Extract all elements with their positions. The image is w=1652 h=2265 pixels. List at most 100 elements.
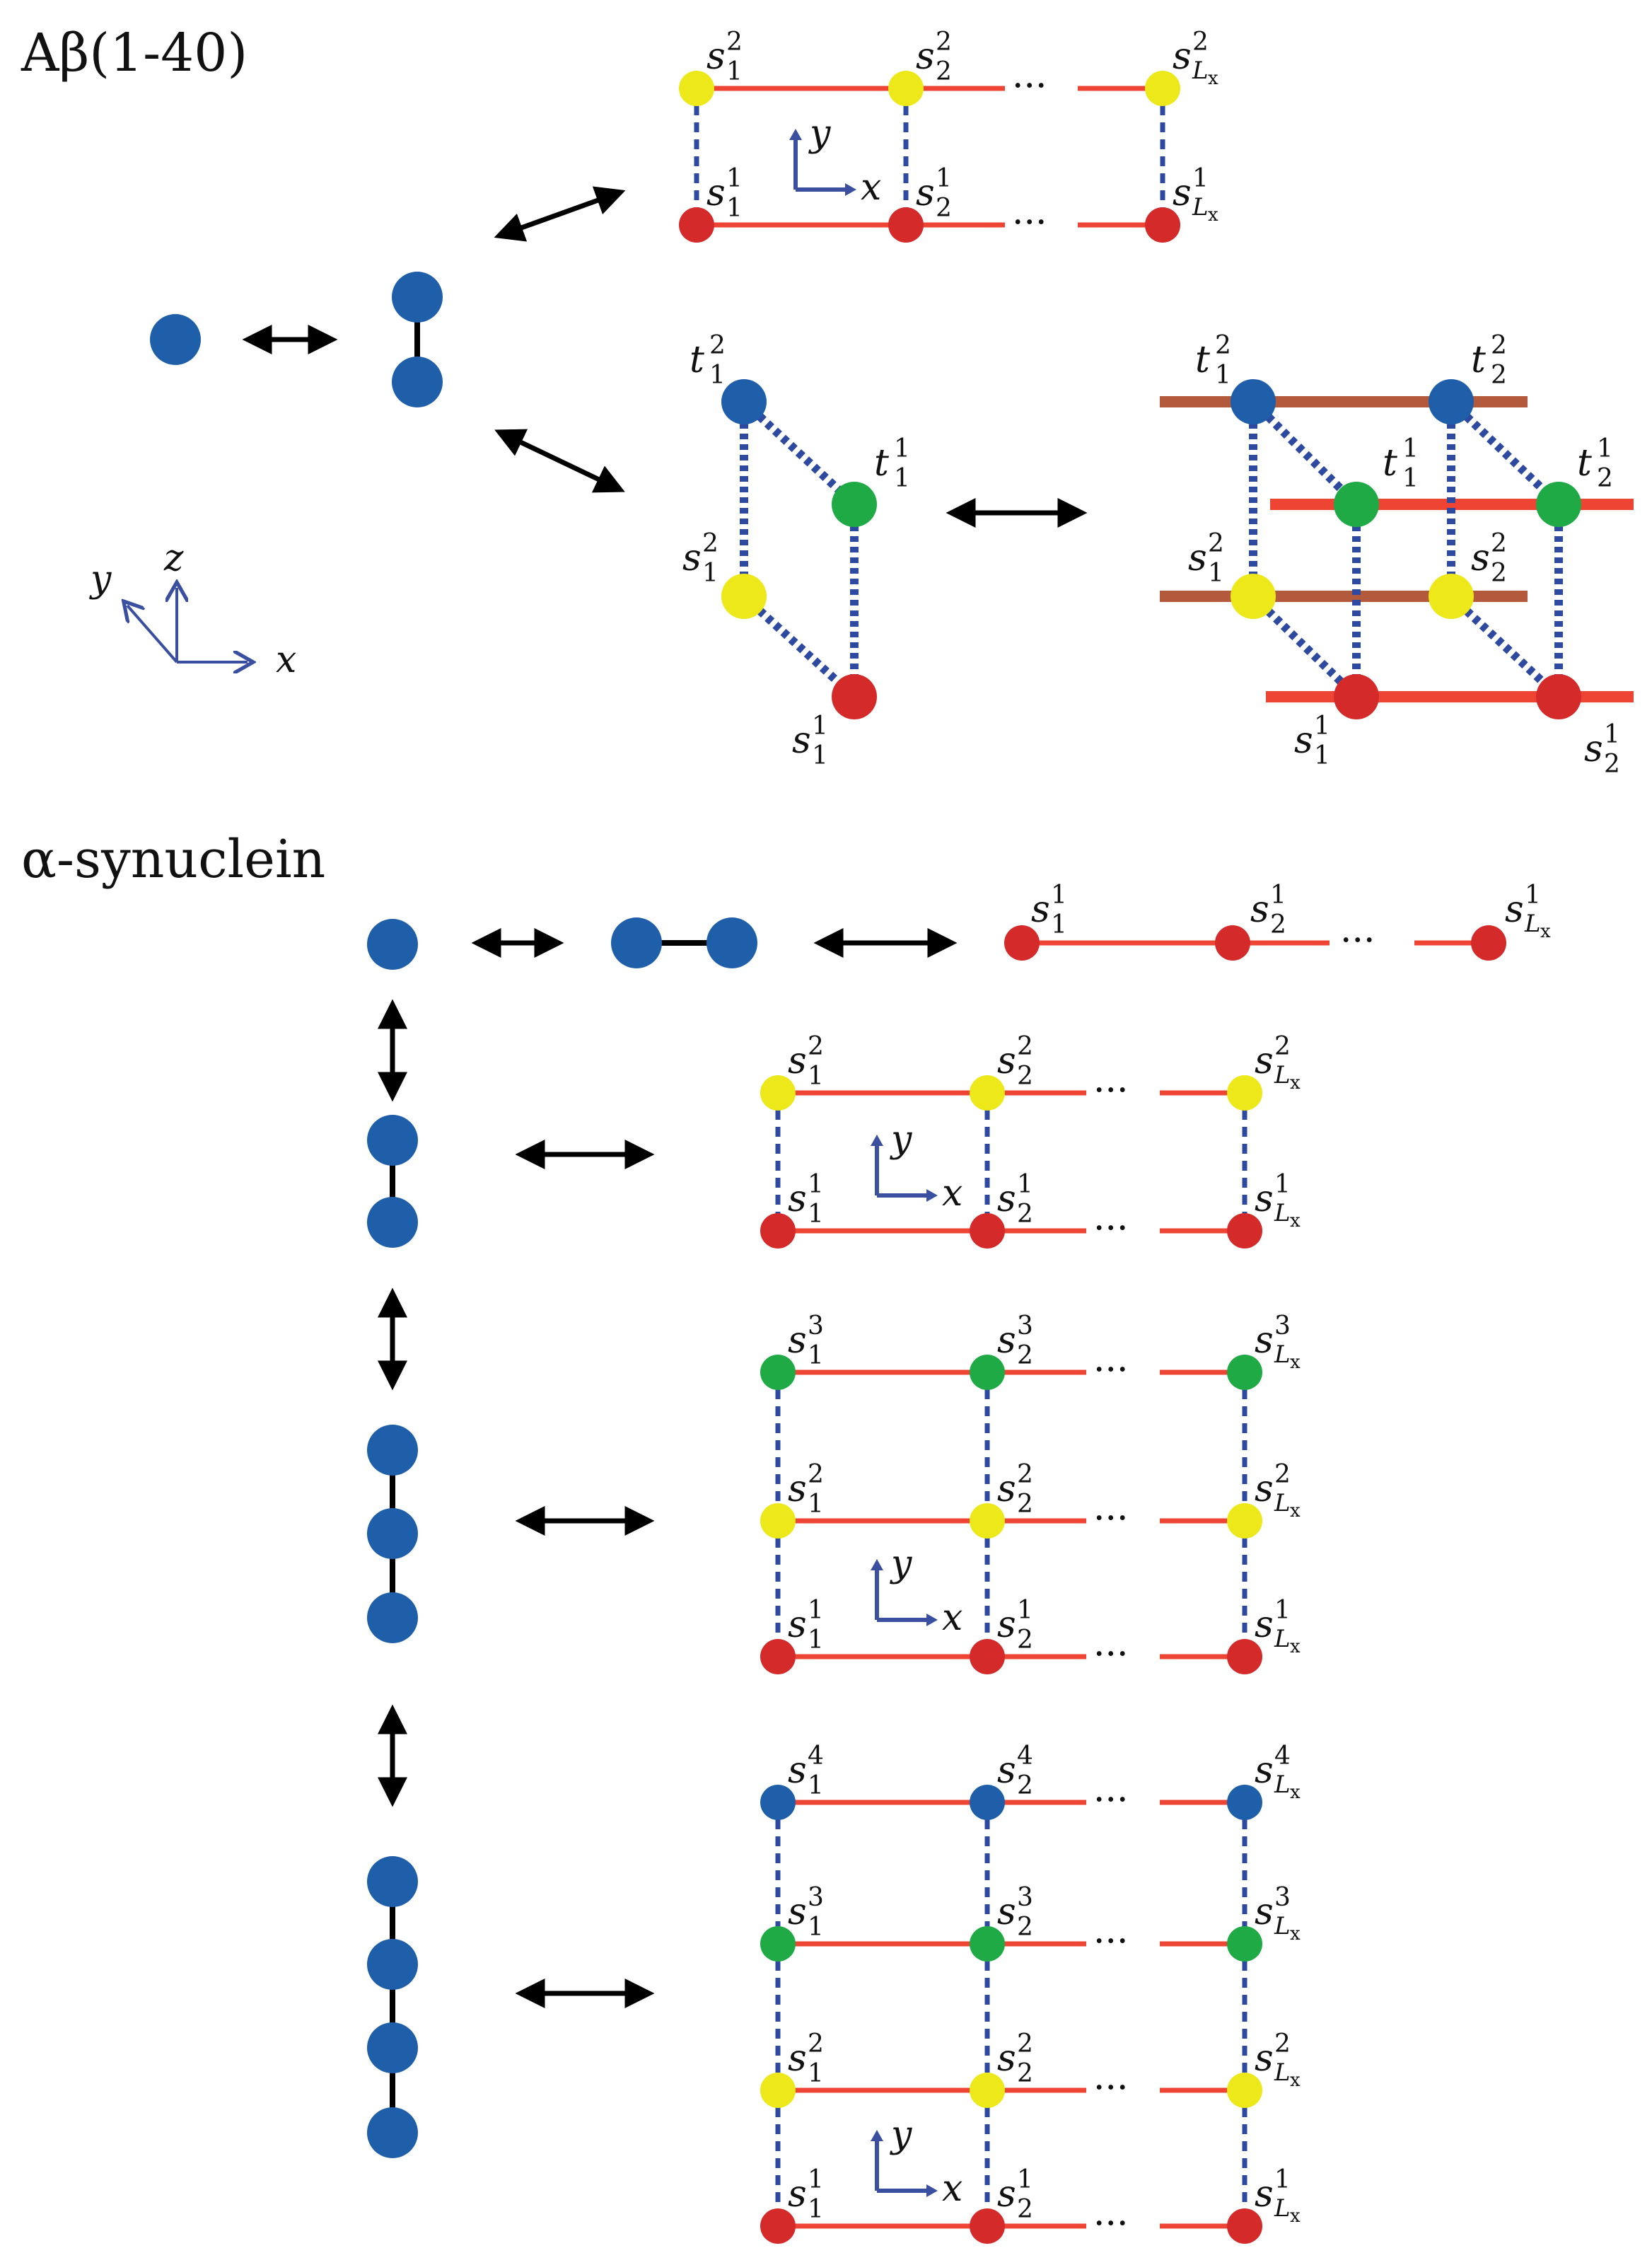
asyn-sheet4-label-1-2-base: s bbox=[997, 1891, 1016, 1933]
abeta-fibril-label-s2-2-base: s bbox=[1471, 537, 1490, 579]
asyn-sheet2-node-0-2 bbox=[970, 1075, 1005, 1111]
abeta-3d-axes-y bbox=[127, 606, 178, 664]
abeta-fibril-label-t2-1-sup: 2 bbox=[1215, 331, 1231, 360]
asyn-sheet4-row0-ellipsis: ··· bbox=[1093, 1779, 1129, 1821]
abeta-fibril-label-s1-1-sup: 1 bbox=[1314, 712, 1330, 741]
abeta-unit-label-s2-sub: 1 bbox=[702, 559, 719, 588]
abeta-3d-axes-z-label: z bbox=[163, 537, 184, 579]
asyn-sheet2-label-1-1-sup: 1 bbox=[808, 1170, 824, 1199]
asyn-stack-2-node-0 bbox=[367, 1115, 418, 1166]
asyn-sheet3-label-0-2-sup: 3 bbox=[1017, 1311, 1033, 1340]
asyn-sheet4-label-0-2-sup: 4 bbox=[1017, 1742, 1033, 1771]
abeta-3d-axes-y-label: y bbox=[89, 558, 112, 601]
asyn-chain-label-L-base: s bbox=[1505, 888, 1524, 931]
asyn-chain-label-L-sub-x: x bbox=[1540, 921, 1551, 942]
asyn-sheet2-label-0-L-sup: 2 bbox=[1274, 1032, 1291, 1061]
asyn-sheet2-label-0-1-sup: 2 bbox=[808, 1032, 824, 1061]
asyn-sheet2-row0-ellipsis: ··· bbox=[1093, 1070, 1129, 1112]
abeta-sheet-label-0-L-sup: 2 bbox=[1192, 28, 1209, 57]
abeta-fibril-label-t1-2-sub: 2 bbox=[1597, 464, 1613, 493]
abeta-unit-label-s1-sup: 1 bbox=[812, 712, 828, 741]
abeta-fibril-label-t2-2-base: t bbox=[1471, 339, 1486, 381]
asyn-sheet4-node-2-1 bbox=[760, 2073, 796, 2108]
asyn-sheet3-label-1-2-sup: 2 bbox=[1017, 1460, 1033, 1489]
asyn-sheet4-label-1-1-sub: 1 bbox=[808, 1913, 824, 1942]
abeta-fibril-label-s1-1-sub: 1 bbox=[1314, 741, 1330, 770]
abeta-unit-label-t2-base: t bbox=[690, 339, 704, 381]
asyn-sheet4-node-2-2 bbox=[970, 2073, 1005, 2108]
asyn-sheet2-label-0-2-sub: 2 bbox=[1017, 1062, 1033, 1091]
asyn-sheet4-label-1-1-base: s bbox=[788, 1891, 807, 1933]
asyn-chain-label-L-sup: 1 bbox=[1525, 881, 1541, 910]
asyn-sheet3-axes-y-head bbox=[871, 1559, 883, 1570]
asyn-sheet2-axes-x-label: x bbox=[942, 1172, 962, 1215]
abeta-unit-label-t2-sub: 1 bbox=[709, 361, 726, 390]
asyn-sheet3-node-2-1 bbox=[760, 1639, 796, 1674]
abeta-sheet-axes-x-head bbox=[845, 183, 856, 196]
abeta-fibril-label-t1-1-sup: 1 bbox=[1402, 434, 1419, 463]
asyn-sheet4-label-0-L-sup: 4 bbox=[1274, 1742, 1291, 1771]
abeta-unit-label-t1-sup: 1 bbox=[894, 434, 910, 463]
abeta-sheet-label-1-L-sup: 1 bbox=[1192, 164, 1209, 193]
abeta-sheet-row0-ellipsis: ··· bbox=[1012, 65, 1047, 108]
asyn-sheet3-label-0-1-sup: 3 bbox=[808, 1311, 824, 1340]
asyn-sheet3-label-2-1-sup: 1 bbox=[808, 1596, 824, 1625]
asyn-sheet4-label-1-2-sup: 3 bbox=[1017, 1883, 1033, 1912]
abeta-fibril-t2-1 bbox=[1231, 379, 1276, 424]
abeta-sheet-axes bbox=[789, 129, 856, 196]
asyn-sheet4-label-3-L-sub-x: x bbox=[1290, 2206, 1301, 2227]
abeta-fibril-s2-1 bbox=[1231, 574, 1276, 619]
abeta-sheet-label-0-1-base: s bbox=[706, 35, 726, 78]
abeta-fibril-t1-1 bbox=[1334, 482, 1379, 527]
abeta-unit-s1 bbox=[832, 674, 877, 719]
asyn-sheet4-label-0-1-sub: 1 bbox=[808, 1771, 824, 1800]
asyn-sheet2-row1-ellipsis: ··· bbox=[1093, 1207, 1129, 1250]
abeta-fibril-d-t2t1-0 bbox=[1250, 398, 1360, 508]
asyn-sheet4-label-3-1-sup: 1 bbox=[808, 2165, 824, 2194]
asyn-sheet4-label-0-L-sub-x: x bbox=[1290, 1782, 1301, 1803]
abeta-fibril-s1-2 bbox=[1536, 674, 1581, 719]
asyn-sheet4-label-2-2-sub: 2 bbox=[1017, 2059, 1033, 2088]
abeta-unit-label-s1-sub: 1 bbox=[812, 741, 828, 770]
asyn-sheet3-label-2-2-sup: 1 bbox=[1017, 1596, 1033, 1625]
asyn-sheet2-label-1-2-sup: 1 bbox=[1017, 1170, 1033, 1199]
abeta-unit-s2-s1 bbox=[740, 593, 858, 700]
asyn-sheet4-label-3-L-sub: L bbox=[1274, 2194, 1291, 2223]
asyn-sheet3-node-2-L bbox=[1227, 1639, 1262, 1674]
abeta-unit-label-t1-sub: 1 bbox=[894, 464, 910, 493]
abeta-sheet-label-0-L-sub: L bbox=[1192, 57, 1209, 85]
asyn-sheet4-label-1-L-sub: L bbox=[1274, 1912, 1291, 1940]
asyn-sheet3-row1-ellipsis: ··· bbox=[1093, 1498, 1129, 1540]
asyn-stack-3-node-2 bbox=[367, 1592, 418, 1643]
asyn-sheet2-label-1-L-sub: L bbox=[1274, 1199, 1291, 1227]
asyn-chain-label-2-sup: 1 bbox=[1270, 881, 1286, 910]
asyn-sheet2-label-0-L-sub: L bbox=[1274, 1061, 1291, 1089]
asyn-sheet4-row3-ellipsis: ··· bbox=[1093, 2203, 1129, 2245]
abeta-3d-axes bbox=[127, 588, 248, 662]
asyn-stack-4-node-3 bbox=[367, 2107, 418, 2158]
asyn-sheet4-label-3-2-base: s bbox=[997, 2173, 1016, 2215]
abeta-sheet-axes-y-label: y bbox=[808, 112, 831, 155]
abeta-fibril-label-s1-2-sup: 1 bbox=[1604, 720, 1620, 749]
asyn-sheet3-row0-ellipsis: ··· bbox=[1093, 1349, 1129, 1391]
abeta-sheet-label-0-L-base: s bbox=[1173, 35, 1192, 78]
abeta-sheet-node-0-1 bbox=[679, 71, 714, 106]
abeta-sheet-node-0-L bbox=[1145, 71, 1180, 106]
asyn-sheet4-label-3-1-base: s bbox=[788, 2173, 807, 2215]
asyn-sheet3-label-0-2-sub: 2 bbox=[1017, 1341, 1033, 1370]
